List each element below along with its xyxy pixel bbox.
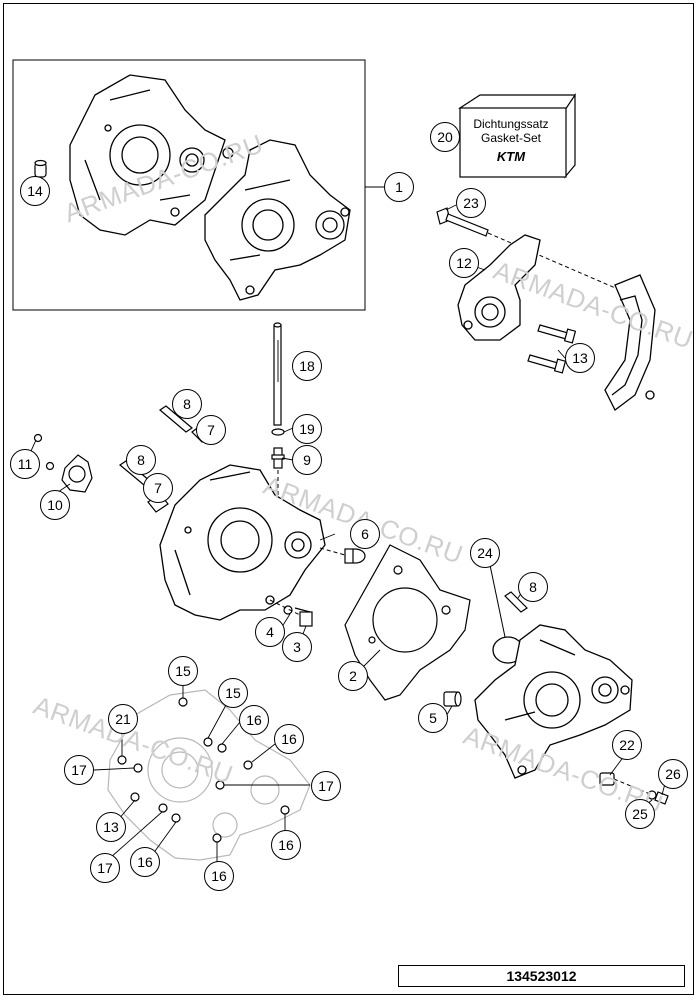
- leaders-lower-left: [93, 686, 310, 862]
- callout-12[interactable]: 12: [449, 248, 479, 278]
- callout-17-right[interactable]: 17: [311, 771, 341, 801]
- callout-14[interactable]: 14: [20, 176, 50, 206]
- guard-strip: [604, 274, 656, 411]
- axis-6: [319, 547, 346, 556]
- bolt-23: [436, 207, 489, 237]
- plug-assembly: [599, 772, 669, 805]
- callout-26[interactable]: 26: [658, 759, 688, 789]
- callout-24[interactable]: 24: [470, 538, 500, 568]
- dowel-8-right: [504, 591, 528, 613]
- callout-4[interactable]: 4: [255, 617, 285, 647]
- callout-7-upper[interactable]: 7: [196, 415, 226, 445]
- bushing-5: [443, 691, 462, 707]
- callout-9[interactable]: 9: [292, 445, 322, 475]
- callout-8-middle[interactable]: 8: [126, 445, 156, 475]
- screws-13: [527, 324, 577, 374]
- crankcase-half-right-box: [204, 139, 351, 301]
- oring-19: [271, 428, 285, 436]
- callout-3[interactable]: 3: [282, 632, 312, 662]
- callout-16-a[interactable]: 16: [239, 705, 269, 735]
- callout-17-left[interactable]: 17: [64, 755, 94, 785]
- cover-10: [61, 454, 93, 493]
- screws-11: [33, 433, 55, 471]
- axis-3: [269, 599, 301, 616]
- crankcase-half-left-box: [69, 74, 234, 236]
- callout-8-right[interactable]: 8: [518, 572, 548, 602]
- crankcase-half-right-lower: [474, 624, 633, 779]
- tube-18: [273, 322, 282, 426]
- callout-18[interactable]: 18: [292, 351, 322, 381]
- callout-16-b[interactable]: 16: [274, 724, 304, 754]
- callout-23[interactable]: 23: [456, 188, 486, 218]
- callout-19[interactable]: 19: [292, 414, 322, 444]
- callout-1[interactable]: 1: [384, 172, 414, 202]
- dowel-pin-14: [34, 159, 47, 178]
- callout-16-c[interactable]: 16: [130, 847, 160, 877]
- gasket-kit-line1: Dichtungssatz: [473, 117, 549, 131]
- callout-17-lower[interactable]: 17: [90, 853, 120, 883]
- gasket-kit-box: [458, 93, 576, 179]
- callout-21[interactable]: 21: [108, 704, 138, 734]
- leader-24: [489, 564, 506, 638]
- callout-13-right[interactable]: 13: [565, 343, 595, 373]
- callout-16-e[interactable]: 16: [204, 861, 234, 891]
- callout-16-d[interactable]: 16: [271, 830, 301, 860]
- document-number: 134523012: [398, 965, 685, 987]
- callout-15-a[interactable]: 15: [168, 656, 198, 686]
- callout-10[interactable]: 10: [40, 490, 70, 520]
- callout-8-upper[interactable]: 8: [172, 389, 202, 419]
- gasket-kit-line2: Gasket-Set: [480, 131, 542, 145]
- callout-22[interactable]: 22: [612, 730, 642, 760]
- callout-2[interactable]: 2: [338, 661, 368, 691]
- callout-6[interactable]: 6: [350, 519, 380, 549]
- bolt-3: [294, 607, 313, 627]
- callout-5[interactable]: 5: [418, 703, 448, 733]
- nuts-ghost-cover: [117, 697, 290, 843]
- crankcase-assembly-box: [12, 59, 366, 311]
- callout-15-b[interactable]: 15: [218, 678, 248, 708]
- callout-13-lower[interactable]: 13: [96, 812, 126, 842]
- gasket-2: [344, 544, 471, 701]
- bracket-12: [457, 234, 541, 341]
- callout-20[interactable]: 20: [430, 122, 460, 152]
- seal-6: [344, 548, 366, 564]
- callout-25[interactable]: 25: [625, 799, 655, 829]
- callout-7-lower[interactable]: 7: [143, 473, 173, 503]
- axis-23: [487, 232, 621, 291]
- gasket-kit-brand-logo: KTM: [496, 149, 526, 164]
- callout-11[interactable]: 11: [10, 449, 40, 479]
- crankcase-half-left-mid: [159, 464, 326, 621]
